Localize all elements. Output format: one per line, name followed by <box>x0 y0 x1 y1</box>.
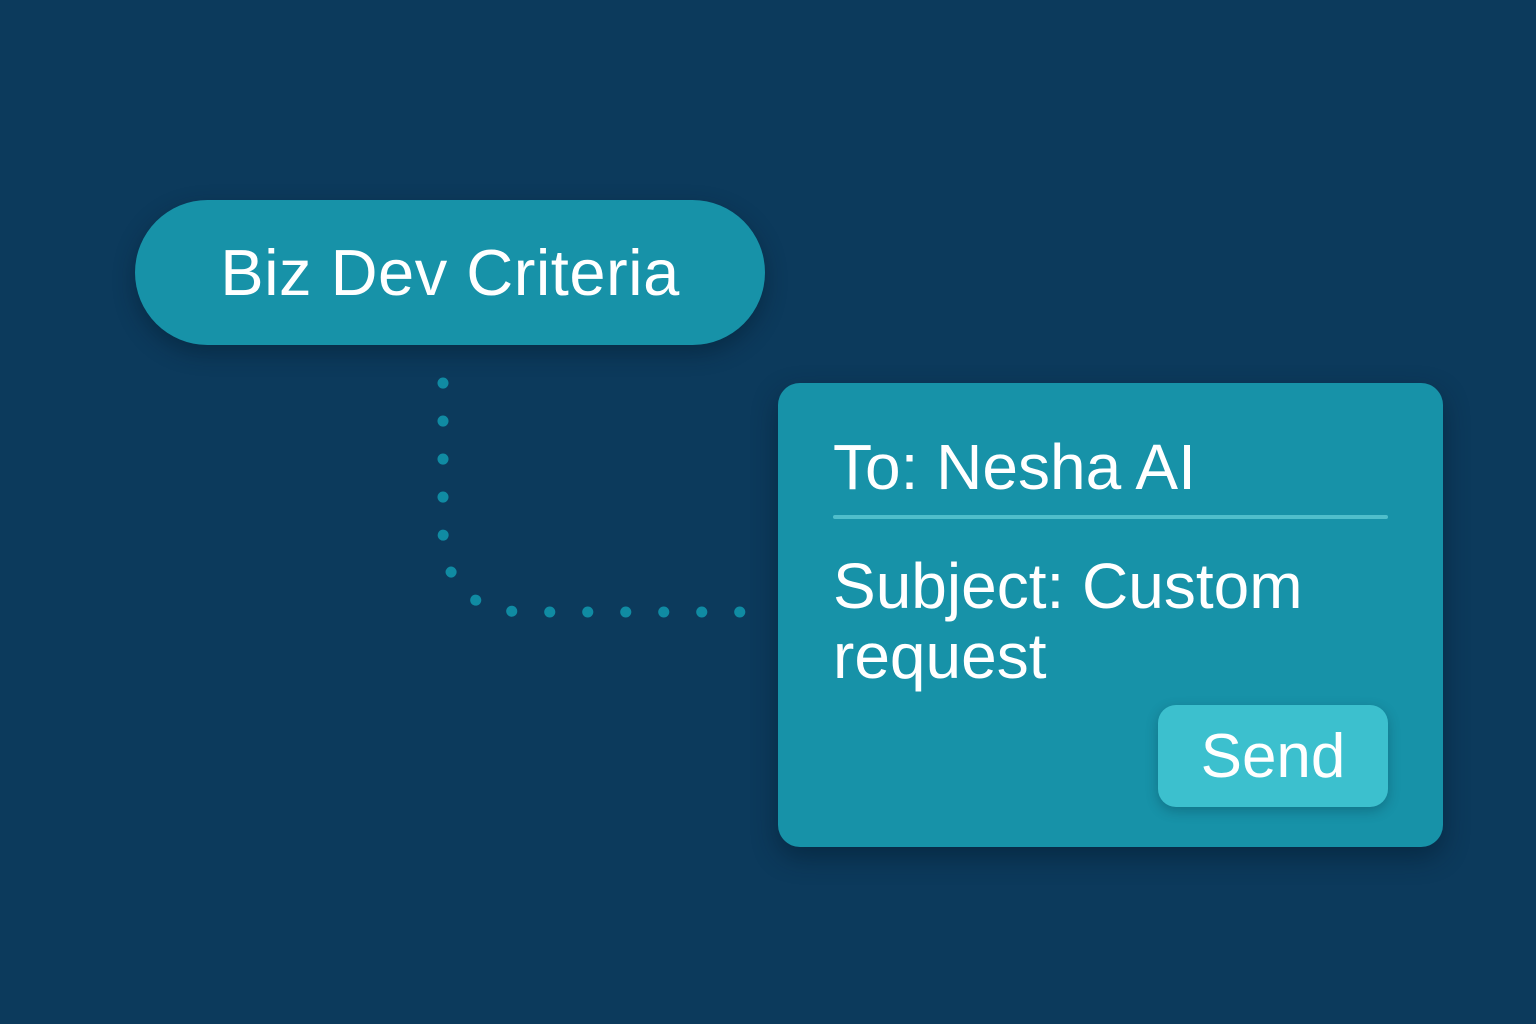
divider <box>833 515 1388 519</box>
node-label: Biz Dev Criteria <box>220 236 680 309</box>
email-to-field: To: Nesha AI <box>833 431 1196 503</box>
send-button[interactable]: Send <box>1158 705 1388 807</box>
dotted-connector-path <box>437 377 752 618</box>
email-card: To: Nesha AI Subject: Custom request Sen… <box>778 383 1443 847</box>
biz-dev-criteria-node: Biz Dev Criteria <box>135 200 765 345</box>
email-subject-field: Subject: Custom request <box>833 550 1303 692</box>
send-button-label: Send <box>1200 721 1346 791</box>
